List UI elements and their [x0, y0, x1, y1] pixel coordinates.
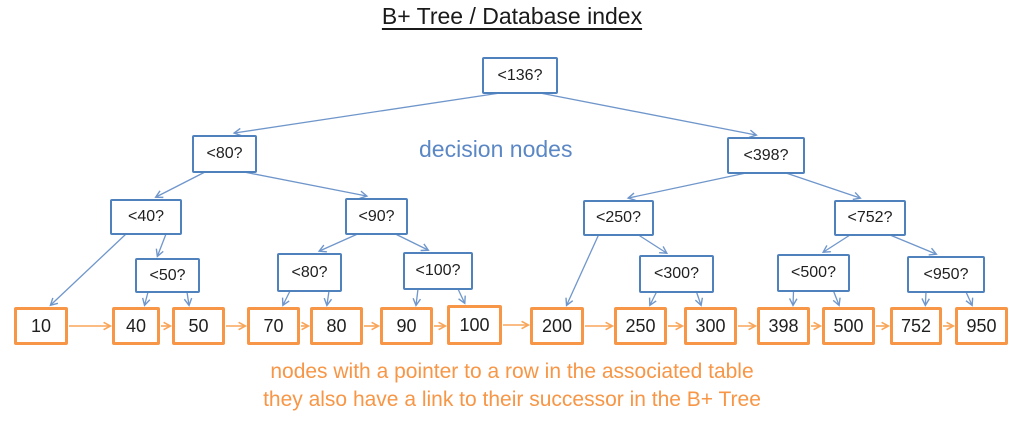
leaf-node-250: 250 [614, 307, 667, 345]
tree-edge [281, 290, 291, 307]
tree-edge [821, 234, 851, 254]
leaf-node-500: 500 [822, 307, 875, 345]
tree-edge [626, 172, 747, 201]
decision-node-300: <300? [639, 255, 714, 293]
decision-node-752: <752? [834, 200, 906, 236]
decision-node-100: <100? [403, 252, 473, 290]
tree-edge [49, 233, 127, 307]
tree-edge [183, 291, 193, 307]
leaf-node-40: 40 [112, 307, 160, 345]
leaf-caption-line2: they also have a link to their successor… [263, 388, 761, 411]
tree-edge [889, 234, 938, 256]
leaf-node-398: 398 [757, 307, 810, 345]
leaf-caption-line1: nodes with a pointer to a row in the ass… [270, 360, 754, 383]
tree-edge [457, 288, 466, 305]
leaf-caption: nodes with a pointer to a row in the ass… [0, 358, 1024, 414]
decision-node-90: <90? [345, 198, 408, 235]
leaf-node-10: 10 [14, 307, 68, 345]
decision-node-50: <50? [135, 258, 200, 293]
tree-edge [323, 290, 333, 307]
decision-node-950: <950? [907, 256, 985, 293]
decision-node-80b: <80? [277, 253, 342, 292]
tree-edge [141, 291, 151, 307]
leaf-node-100: 100 [447, 305, 502, 345]
tree-edge [965, 291, 974, 307]
leaf-node-752: 752 [890, 307, 942, 345]
leaf-node-50: 50 [172, 307, 225, 345]
decision-node-250: <250? [583, 200, 654, 236]
tree-edge [412, 288, 422, 307]
tree-edge [539, 92, 758, 139]
decision-node-80a: <80? [192, 135, 257, 173]
tree-edge [638, 234, 669, 255]
tree-edge [395, 233, 430, 252]
diagram-title: B+ Tree / Database index [381, 3, 643, 29]
leaf-node-200: 200 [530, 307, 584, 345]
tree-edge [921, 291, 930, 307]
tree-edge [832, 290, 841, 307]
tree-edge [694, 291, 704, 307]
tree-edge [232, 92, 501, 137]
decision-nodes-annotation: decision nodes [419, 136, 573, 162]
tree-edge [648, 291, 658, 307]
decision-node-500: <500? [777, 254, 850, 292]
tree-edge [785, 172, 862, 201]
leaf-node-90: 90 [380, 307, 433, 345]
tree-edge [154, 171, 206, 199]
tree-edge [565, 234, 600, 307]
decision-node-40: <40? [110, 199, 182, 235]
tree-edge [155, 233, 167, 258]
leaf-node-950: 950 [955, 307, 1008, 345]
leaf-node-80: 80 [310, 307, 363, 345]
decision-node-136: <136? [482, 57, 558, 94]
leaf-node-70: 70 [247, 307, 300, 345]
leaf-node-300: 300 [684, 307, 737, 345]
tree-edge [243, 171, 369, 200]
tree-edge [317, 233, 358, 253]
decision-node-398: <398? [727, 137, 805, 174]
